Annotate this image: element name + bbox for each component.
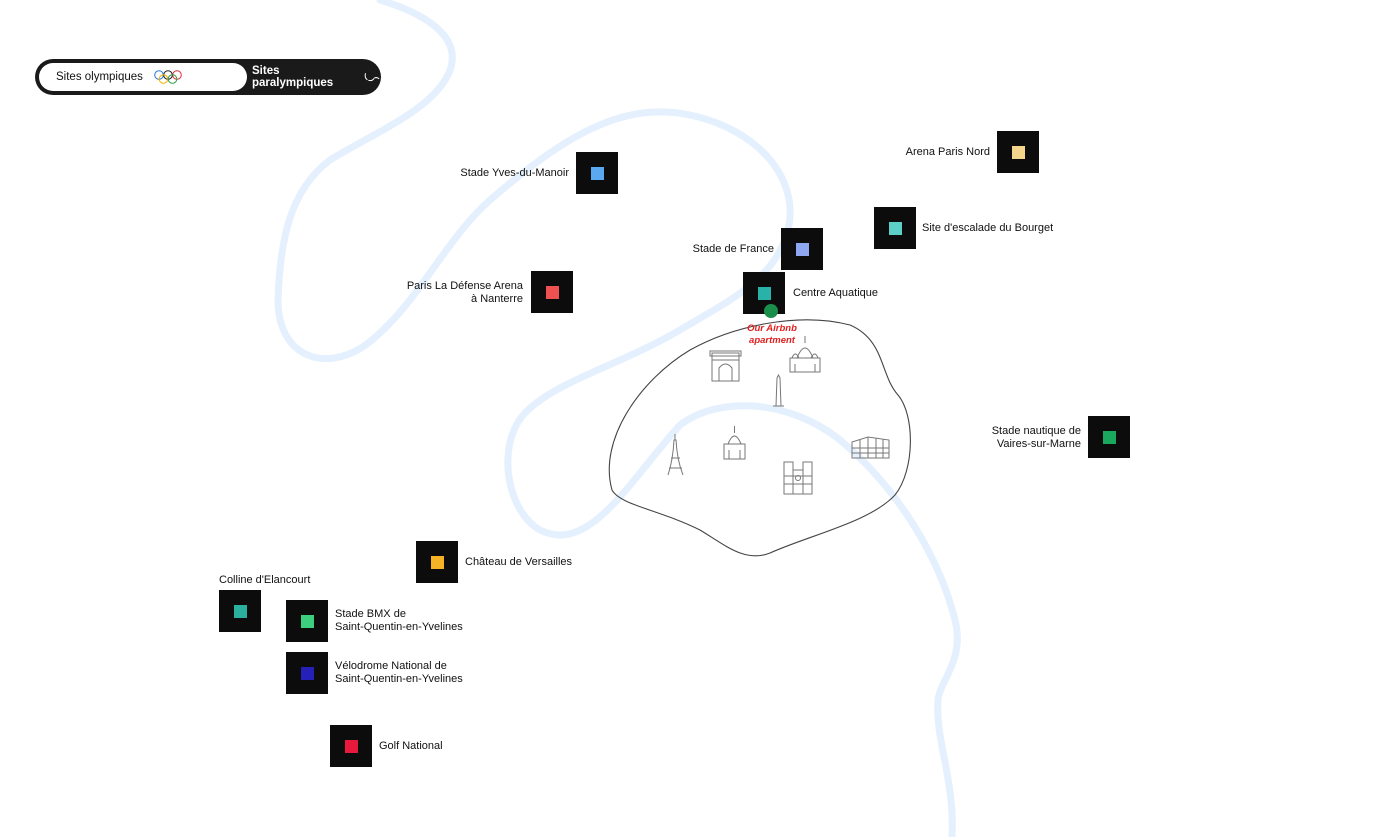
- venue-color-swatch: [590, 166, 604, 180]
- venue-marker-site-escalade-bourget[interactable]: [874, 207, 916, 249]
- paris-outline: [608, 319, 911, 557]
- venue-color-swatch: [344, 739, 358, 753]
- venue-color-swatch: [795, 242, 809, 256]
- venue-label-colline-elancourt: Colline d'Elancourt: [219, 574, 311, 586]
- eiffel-tower-icon: [667, 434, 684, 476]
- venue-color-swatch: [545, 285, 559, 299]
- venue-marker-stade-nautique-vaires[interactable]: [1088, 416, 1130, 458]
- venue-marker-stade-de-france[interactable]: [781, 228, 823, 270]
- olympic-sites-option[interactable]: Sites olympiques: [39, 63, 247, 91]
- venue-color-swatch: [1011, 145, 1025, 159]
- olympic-sites-label: Sites olympiques: [56, 71, 143, 83]
- venue-color-swatch: [888, 221, 902, 235]
- venue-color-swatch: [233, 604, 247, 618]
- venue-label-stade-bmx: Stade BMX de Saint-Quentin-en-Yvelines: [335, 608, 463, 633]
- venue-marker-stade-bmx[interactable]: [286, 600, 328, 642]
- venue-label-arena-paris-nord: Arena Paris Nord: [905, 146, 990, 158]
- venue-color-swatch: [757, 286, 771, 300]
- sacre-coeur-icon: [789, 336, 821, 373]
- notre-dame-icon: [783, 461, 813, 495]
- venue-label-paris-la-defense-arena: Paris La Défense Arena à Nanterre: [406, 280, 523, 305]
- venue-marker-velodrome-national[interactable]: [286, 652, 328, 694]
- venue-marker-stade-yves-du-manoir[interactable]: [576, 152, 618, 194]
- venue-color-swatch: [1102, 430, 1116, 444]
- venue-marker-colline-elancourt[interactable]: [219, 590, 261, 632]
- venue-marker-paris-la-defense-arena[interactable]: [531, 271, 573, 313]
- paralympic-agitos-icon: [365, 73, 380, 82]
- seine-river: [274, 0, 961, 837]
- venue-label-centre-aquatique: Centre Aquatique: [793, 287, 879, 299]
- venue-marker-chateau-de-versailles[interactable]: [416, 541, 458, 583]
- venue-marker-golf-national[interactable]: [330, 725, 372, 767]
- venue-label-chateau-de-versailles: Château de Versailles: [465, 556, 573, 568]
- venue-label-golf-national: Golf National: [379, 740, 443, 752]
- paralympic-sites-option[interactable]: Sites paralympiques: [252, 63, 381, 91]
- arc-de-triomphe-icon: [709, 350, 742, 382]
- olympic-rings-icon: [154, 70, 182, 84]
- venue-color-swatch: [430, 555, 444, 569]
- airbnb-label: Our Airbnb apartment: [747, 323, 797, 346]
- airbnb-location-dot[interactable]: [764, 304, 778, 318]
- venue-label-velodrome-national: Vélodrome National de Saint-Quentin-en-Y…: [335, 660, 463, 685]
- venue-color-swatch: [300, 614, 314, 628]
- site-type-toggle: Sites olympiques Sites paralympiques: [35, 59, 381, 95]
- paralympic-sites-label: Sites paralympiques: [252, 65, 334, 89]
- venue-label-site-escalade-bourget: Site d'escalade du Bourget: [922, 222, 1054, 234]
- venue-label-stade-yves-du-manoir: Stade Yves-du-Manoir: [460, 167, 569, 179]
- building-icon: [851, 436, 890, 459]
- venue-label-stade-de-france: Stade de France: [692, 243, 774, 255]
- venue-label-stade-nautique-vaires: Stade nautique de Vaires-sur-Marne: [991, 425, 1081, 450]
- venue-color-swatch: [300, 666, 314, 680]
- invalides-icon: [723, 426, 746, 460]
- obelisk-icon: [773, 373, 784, 407]
- venue-marker-arena-paris-nord[interactable]: [997, 131, 1039, 173]
